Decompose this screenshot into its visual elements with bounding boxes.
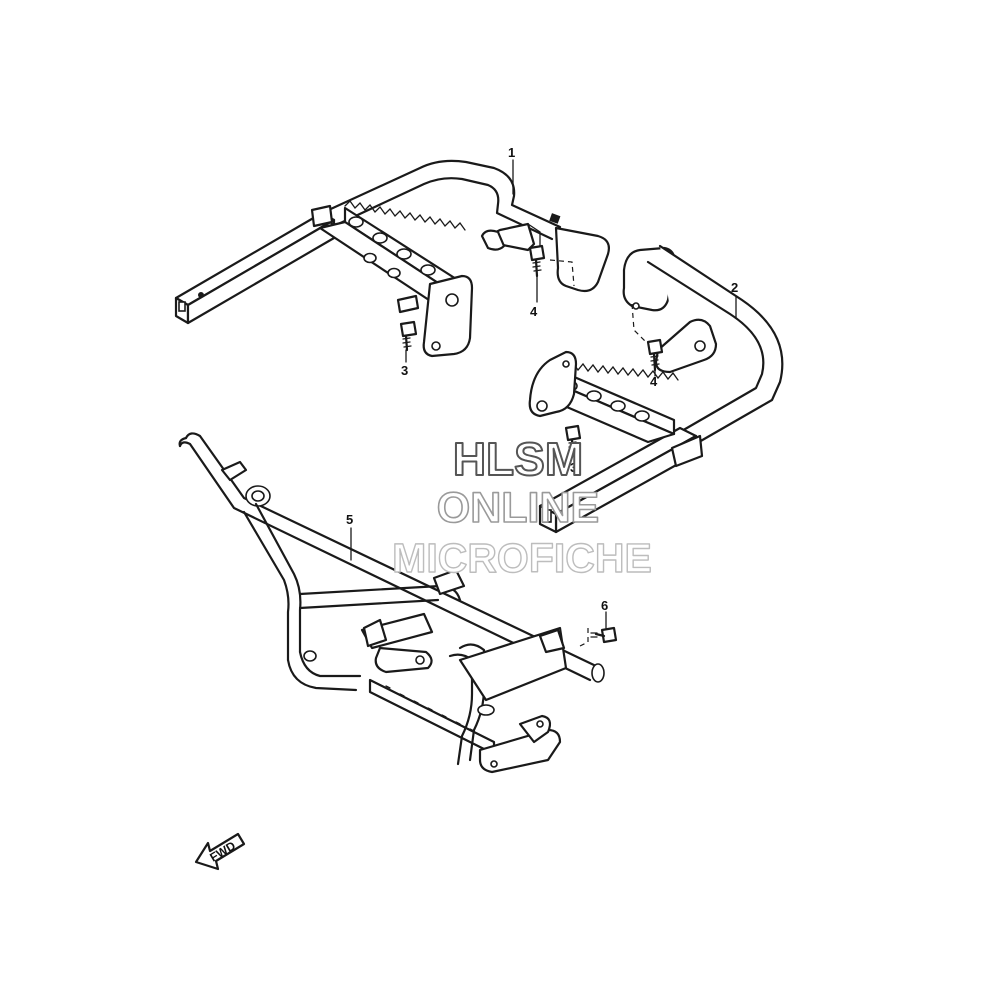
- callout-3: 3: [401, 363, 408, 378]
- front-bumper-frame: [178, 432, 605, 774]
- callout-4b: 4: [650, 374, 658, 389]
- watermark: HLSM ONLINE MICROFICHE: [391, 432, 652, 582]
- callout-2: 2: [731, 280, 738, 295]
- callout-5: 5: [346, 512, 353, 527]
- right-footrest-assembly: [528, 244, 784, 534]
- bolt-3b-icon: [564, 424, 582, 458]
- left-footrest-assembly: [174, 159, 610, 358]
- watermark-line-2: ONLINE: [437, 484, 599, 532]
- bolt-4-icon: [528, 244, 575, 287]
- watermark-line-1: HLSM: [453, 433, 583, 485]
- callout-1: 1: [508, 145, 515, 160]
- bolt-3-icon: [399, 320, 418, 352]
- callout-4a: 4: [530, 304, 538, 319]
- fwd-arrow-icon: FWD: [194, 832, 246, 871]
- callouts: 1 2 3 4 4 3 5 6: [346, 145, 738, 629]
- bolt-4b-icon: [631, 303, 664, 372]
- callout-6: 6: [601, 598, 608, 613]
- callout-3b: 3: [570, 460, 577, 475]
- watermark-line-3: MICROFICHE: [392, 535, 652, 581]
- bolt-6-icon: [579, 626, 618, 647]
